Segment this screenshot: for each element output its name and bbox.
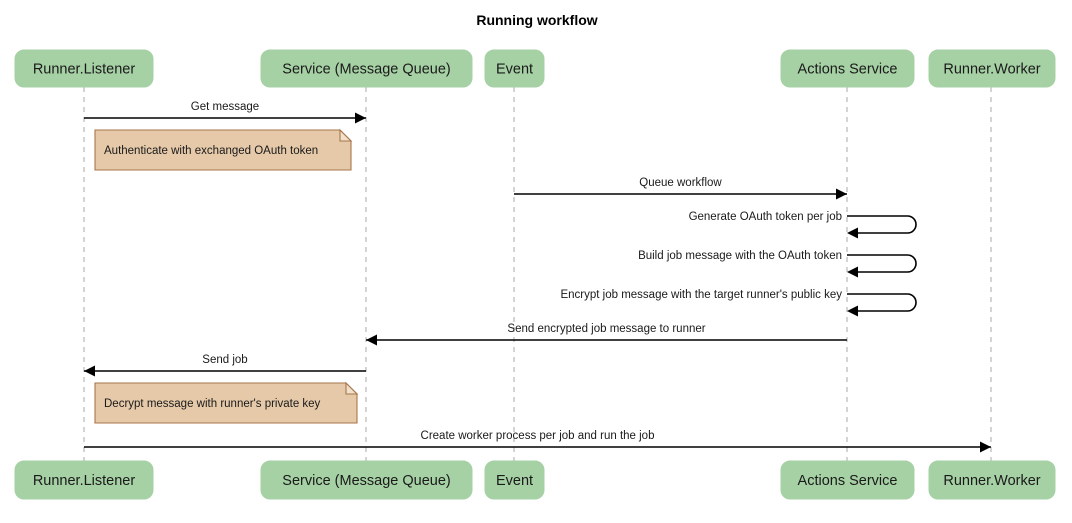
participant-actions-service-footer[interactable]: Actions Service [780,460,915,500]
note-fold-icon [345,381,359,395]
message-create-worker-process-per-job-and-run-the-job[interactable]: Create worker process per job and run th… [84,430,991,453]
participant-label-runner-worker: Runner.Worker [943,61,1040,77]
participant-box-service-message-queue[interactable] [260,460,473,500]
participant-runner-worker-footer[interactable]: Runner.Worker [928,460,1056,500]
message-arrowhead-encrypt-job-message-with-the-target-runners-public-key [847,305,858,317]
participant-box-event[interactable] [484,460,545,500]
note-decrypt-message-with-runners-private-key[interactable]: Decrypt message with runner's private ke… [94,381,359,424]
message-queue-workflow[interactable]: Queue workflow [514,177,847,200]
message-arrowhead-get-message [355,112,366,124]
message-line-build-job-message-with-the-oauth-token [847,254,917,273]
message-arrowhead-queue-workflow [836,188,847,200]
participant-label-actions-service: Actions Service [798,61,898,77]
participant-label-service-message-queue: Service (Message Queue) [282,61,450,77]
message-build-job-message-with-the-oauth-token[interactable]: Build job message with the OAuth token [638,250,917,278]
participant-label-event: Event [496,61,533,77]
participant-box-actions-service[interactable] [780,460,915,500]
notes-group: Authenticate with exchanged OAuth tokenD… [94,128,359,424]
message-arrowhead-build-job-message-with-the-oauth-token [847,266,858,278]
participant-label-actions-service: Actions Service [798,473,898,489]
participant-label-runner-listener: Runner.Listener [33,61,136,77]
message-label-send-encrypted-job-message-to-runner: Send encrypted job message to runner [507,323,705,335]
message-arrowhead-create-worker-process-per-job-and-run-the-job [980,441,991,453]
participant-box-runner-worker[interactable] [928,49,1056,88]
participant-label-event: Event [496,473,533,489]
participant-box-runner-listener[interactable] [14,460,154,500]
message-label-get-message: Get message [191,101,259,113]
message-send-encrypted-job-message-to-runner[interactable]: Send encrypted job message to runner [366,323,847,346]
note-label-authenticate-with-exchanged-oauth-token: Authenticate with exchanged OAuth token [104,145,318,157]
note-fold-icon [339,128,353,142]
note-label-decrypt-message-with-runners-private-key: Decrypt message with runner's private ke… [104,398,321,410]
lifelines-group [83,87,992,461]
participant-label-service-message-queue: Service (Message Queue) [282,473,450,489]
message-line-encrypt-job-message-with-the-target-runners-public-key [847,293,917,312]
header-participants-group: Runner.Listener Service (Message Queue) Ev… [14,49,1056,88]
participant-runner-worker-header[interactable]: Runner.Worker [928,49,1056,88]
message-label-send-job: Send job [202,354,247,366]
note-body-authenticate-with-exchanged-oauth-token [94,129,352,171]
message-line-generate-oauth-token-per-job [847,215,917,234]
participant-runner-listener-footer[interactable]: Runner.Listener [14,460,154,500]
message-arrowhead-generate-oauth-token-per-job [847,227,858,239]
participant-actions-service-header[interactable]: Actions Service [780,49,915,88]
footer-participants-group: Runner.Listener Service (Message Queue) Ev… [14,460,1056,500]
message-label-build-job-message-with-the-oauth-token: Build job message with the OAuth token [638,250,842,262]
participant-event-footer[interactable]: Event [484,460,545,500]
participant-label-runner-listener: Runner.Listener [33,473,136,489]
participant-box-event[interactable] [484,49,545,88]
participant-box-actions-service[interactable] [780,49,915,88]
participant-box-runner-worker[interactable] [928,460,1056,500]
message-arrowhead-send-job [84,365,95,377]
participant-event-header[interactable]: Event [484,49,545,88]
message-arrowhead-send-encrypted-job-message-to-runner [366,334,377,346]
participant-box-runner-listener[interactable] [14,49,154,88]
message-generate-oauth-token-per-job[interactable]: Generate OAuth token per job [689,211,917,239]
message-label-generate-oauth-token-per-job: Generate OAuth token per job [689,211,842,223]
participant-runner-listener-header[interactable]: Runner.Listener [14,49,154,88]
participant-box-service-message-queue[interactable] [260,49,473,88]
participant-service-message-queue-footer[interactable]: Service (Message Queue) [260,460,473,500]
note-authenticate-with-exchanged-oauth-token[interactable]: Authenticate with exchanged OAuth token [94,128,353,171]
message-label-encrypt-job-message-with-the-target-runners-public-key: Encrypt job message with the target runn… [560,289,842,301]
message-get-message[interactable]: Get message [84,101,366,124]
message-label-queue-workflow: Queue workflow [639,177,722,189]
participant-label-runner-worker: Runner.Worker [943,473,1040,489]
message-send-job[interactable]: Send job [84,354,366,377]
message-label-create-worker-process-per-job-and-run-the-job: Create worker process per job and run th… [421,430,655,442]
message-encrypt-job-message-with-the-target-runners-public-key[interactable]: Encrypt job message with the target runn… [560,289,917,317]
note-body-decrypt-message-with-runners-private-key [94,382,358,424]
participant-service-message-queue-header[interactable]: Service (Message Queue) [260,49,473,88]
diagram-title: Running workflow [476,12,597,28]
